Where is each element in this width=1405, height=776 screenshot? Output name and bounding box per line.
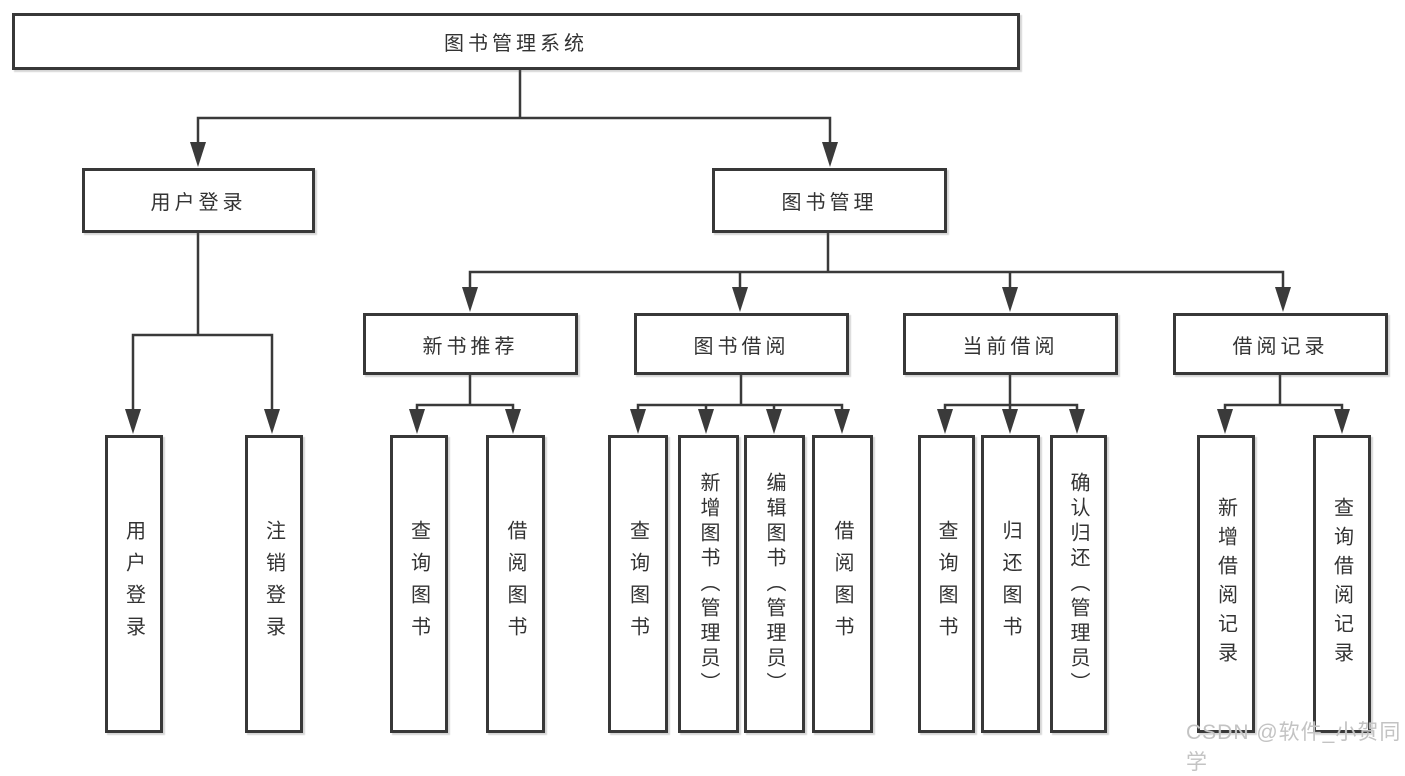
node-query-books: 查询图书 [608,435,668,733]
node-query-books: 查询图书 [390,435,448,733]
node-label: 归还图书 [999,520,1021,648]
connector-lines [125,70,1350,434]
node-borrow-books: 借阅图书 [812,435,873,733]
node-query-books: 查询图书 [918,435,975,733]
node-return-books: 归还图书 [981,435,1040,733]
node-label: 查询借阅记录 [1330,497,1353,671]
node-label: 新增图书（管理员） [697,471,719,697]
node-label: 新增借阅记录 [1214,497,1237,671]
node-label: 借阅图书 [504,520,526,648]
node-label: 图书管理 [781,192,878,214]
node-add-borrow-record: 新增借阅记录 [1197,435,1255,733]
node-borrowing-records: 借阅记录 [1173,313,1388,375]
node-label: 查询图书 [935,520,957,648]
node-label: 用户登录 [150,192,247,214]
node-user-login-leaf: 用户登录 [105,435,163,733]
node-add-book-admin: 新增图书（管理员） [678,435,739,733]
node-borrow-books: 借阅图书 [486,435,545,733]
node-library-management-system: 图书管理系统 [12,13,1020,70]
node-label: 图书借阅 [693,335,790,358]
node-edit-book-admin: 编辑图书（管理员） [744,435,805,733]
node-label: 编辑图书（管理员） [763,471,785,697]
node-new-book-recommendation: 新书推荐 [363,313,578,375]
node-label: 借阅记录 [1232,335,1329,358]
node-book-borrowing: 图书借阅 [634,313,849,375]
node-query-borrow-record: 查询借阅记录 [1313,435,1371,733]
node-logout: 注销登录 [245,435,303,733]
csdn-watermark: CSDN @软件_小贺同学 [1186,721,1402,774]
node-label: 用户登录 [122,520,145,648]
node-confirm-return-admin: 确认归还（管理员） [1050,435,1107,733]
node-label: 图书管理系统 [444,33,588,55]
node-label: 查询图书 [626,520,649,648]
node-current-borrowing: 当前借阅 [903,313,1118,375]
node-book-management: 图书管理 [712,168,947,233]
node-user-login: 用户登录 [82,168,315,233]
node-label: 新书推荐 [422,335,519,358]
node-label: 当前借阅 [962,335,1059,358]
diagram-canvas: 图书管理系统 用户登录 图书管理 新书推荐 图书借阅 当前借阅 借阅记录 用户登… [12,13,1400,774]
node-label: 查询图书 [407,520,430,648]
node-label: 确认归还（管理员） [1067,471,1089,697]
node-label: 注销登录 [262,520,285,648]
node-label: 借阅图书 [831,520,853,648]
